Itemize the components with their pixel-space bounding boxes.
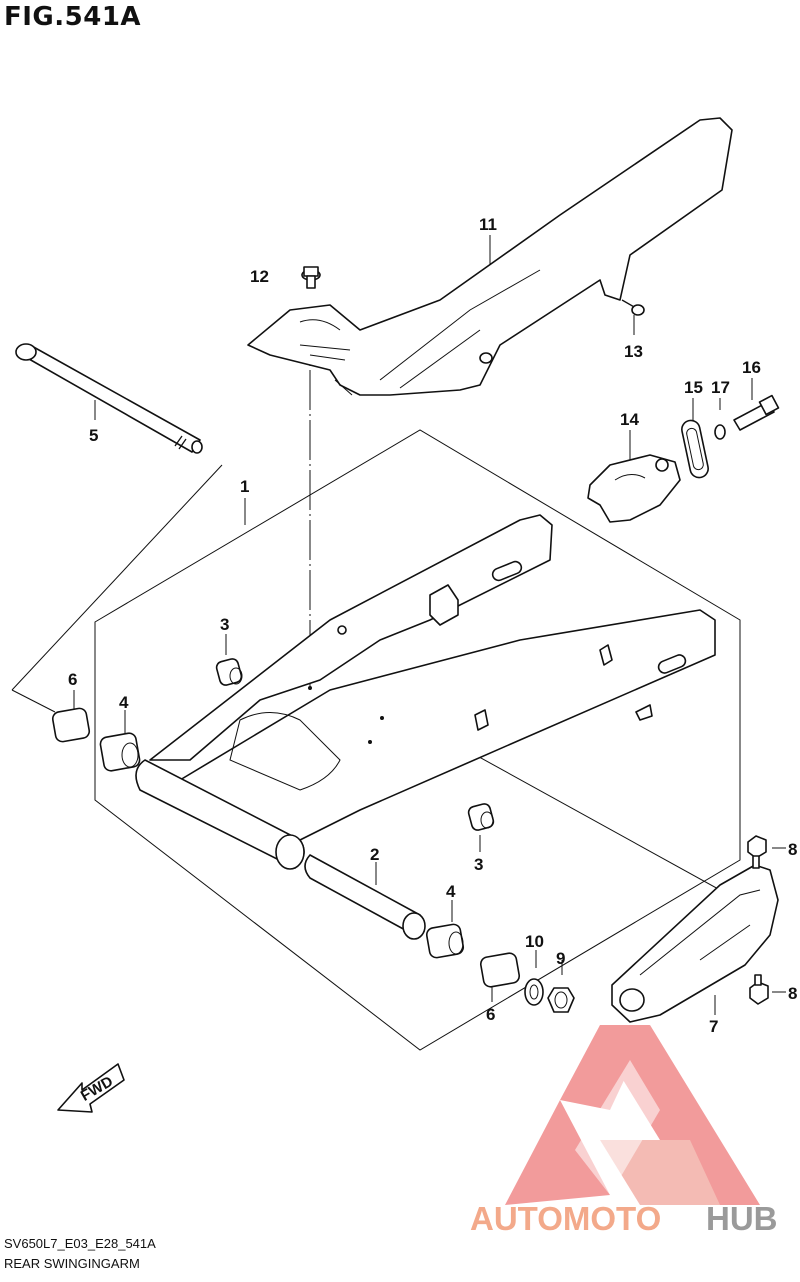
bolt-12 — [301, 266, 321, 289]
pivot-shaft — [15, 343, 203, 454]
chain-guard — [247, 117, 733, 396]
callout-4-lower: 4 — [446, 882, 456, 901]
washer-17 — [714, 424, 726, 440]
plate-15 — [681, 419, 709, 479]
callout-12: 12 — [250, 267, 269, 286]
washer-10 — [524, 978, 544, 1006]
callout-6-lower: 6 — [486, 1005, 495, 1024]
callout-5: 5 — [89, 426, 98, 445]
callout-17: 17 — [711, 378, 730, 397]
callout-9: 9 — [556, 949, 565, 968]
bolt-8-lower — [749, 974, 769, 1005]
watermark-logo — [505, 1025, 760, 1205]
bolt-8-upper — [747, 835, 767, 869]
callout-4-upper: 4 — [119, 693, 129, 712]
bush-3-lower — [467, 803, 495, 831]
figure-code: SV650L7_E03_E28_541A — [4, 1236, 156, 1251]
callout-8-lower: 8 — [788, 984, 797, 1003]
spacer-tube — [304, 854, 426, 940]
figure-title: FIG.541A — [4, 2, 142, 32]
bolt-16 — [733, 394, 780, 431]
chain-guide-14 — [587, 454, 681, 523]
watermark-part2: HUB — [706, 1200, 778, 1237]
callout-11: 11 — [479, 215, 497, 234]
callout-13: 13 — [624, 342, 643, 361]
figure-name: REAR SWINGINGARM — [4, 1256, 140, 1271]
forward-arrow: FWD — [57, 1063, 125, 1113]
callout-3-upper: 3 — [220, 615, 229, 634]
chain-buffer-7 — [611, 864, 779, 1023]
bearing-4-upper — [99, 732, 141, 772]
callout-1: 1 — [240, 477, 249, 496]
swingarm — [135, 514, 716, 870]
bush-3-upper — [215, 658, 243, 686]
callout-7: 7 — [709, 1017, 718, 1036]
assembly-frame — [94, 429, 741, 1051]
callout-15: 15 — [684, 378, 703, 397]
callout-10: 10 — [525, 932, 544, 951]
watermark-text: AUTOMOTO HUB — [470, 1200, 778, 1237]
collar-6-lower — [479, 952, 521, 988]
callout-6-upper: 6 — [68, 670, 77, 689]
callout-3-lower: 3 — [474, 855, 483, 874]
callout-labels: 1 2 3 3 4 4 5 6 6 7 8 8 9 10 11 12 13 14… — [68, 215, 797, 1036]
collar-6-upper — [51, 707, 91, 743]
nut-9 — [547, 987, 575, 1013]
callout-16: 16 — [742, 358, 761, 377]
screw-13 — [621, 299, 645, 316]
callout-2: 2 — [370, 845, 379, 864]
bearing-4-lower — [425, 923, 465, 959]
watermark-part1: AUTOMOTO — [470, 1200, 661, 1237]
callout-14: 14 — [620, 410, 639, 429]
callout-8-upper: 8 — [788, 840, 797, 859]
